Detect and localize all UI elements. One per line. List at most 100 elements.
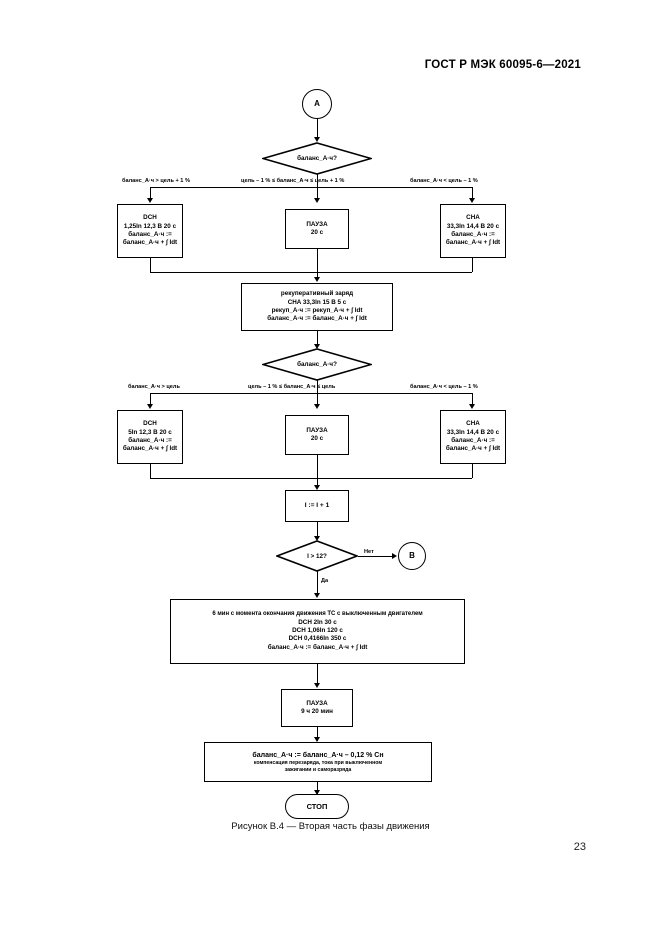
branch-bus-row2 [150, 393, 472, 394]
decision-balance-1: баланс_А·ч? [262, 142, 372, 175]
merge-row2-to-increment [317, 478, 318, 488]
process-cha-1-line1: CHA [466, 214, 480, 222]
branch-row1-right-drop [472, 187, 473, 201]
branch-row1-left-drop [150, 187, 151, 201]
branch-row1-mid-drop [317, 187, 318, 201]
process-cha-1: CHA 33,3In 14,4 В 20 с баланс_А·ч := бал… [440, 204, 506, 258]
process-dch-1: DCH 1,25In 12,3 В 20 с баланс_А·ч := бал… [117, 204, 183, 258]
edge-label-row1-left: баланс_А·ч > цель + 1 % [122, 178, 190, 184]
edge-yes-down [317, 571, 318, 596]
process-cha-2-line2: 33,3In 14,4 В 20 с [446, 428, 500, 436]
process-dch-2: DCH 5In 12,3 В 20 с баланс_А·ч := баланс… [117, 410, 183, 464]
process-pause-3: ПАУЗА 9 ч 20 мин [281, 689, 353, 727]
merge-row2-left-riser [150, 464, 151, 478]
terminator-start-a-label: A [314, 98, 320, 108]
arrowhead-cha1 [468, 198, 475, 203]
edge-label-row1-mid: цель – 1 % ≤ баланс_А·ч ≤ цель + 1 % [241, 178, 345, 184]
process-increment-counter: I := I + 1 [285, 490, 349, 522]
process-dch-2-line1: DCH [143, 420, 157, 428]
arrowhead-connector-b [392, 552, 397, 559]
process-pause-2: ПАУЗА 20 с [285, 415, 349, 455]
page-header-standard: ГОСТ Р МЭК 60095-6—2021 [424, 59, 581, 71]
arrowhead-decision3 [313, 536, 320, 541]
arrowhead-increment [313, 485, 320, 490]
process-pause-3-line1: ПАУЗА [306, 699, 328, 707]
compensation-line2: компенсация перезаряда, тока при выключе… [253, 759, 383, 766]
edge-label-row2-mid: цель – 1 % ≤ баланс_А·ч ≤ цель [248, 384, 336, 390]
process-pause-1-line2: 20 с [310, 229, 324, 236]
arrowhead-pause2 [313, 404, 320, 409]
process-cha-1-line2: 33,3In 14,4 В 20 с [446, 222, 500, 230]
connector-b: B [398, 542, 426, 570]
arrowhead-recup [313, 277, 320, 282]
decision-balance-2: баланс_А·ч? [262, 348, 372, 381]
arrowhead-decision1 [313, 137, 320, 142]
arrowhead-rest-block [313, 593, 320, 598]
process-pause-1: ПАУЗА 20 с [285, 209, 349, 249]
decision-loop-count: I > 12? [276, 540, 358, 572]
branch-row2-right-drop [472, 393, 473, 407]
rest-block-line4: DCH 0,4166In 350 с [288, 635, 347, 643]
edge-decision2-down [317, 380, 318, 393]
process-dch-1-line3: баланс_А·ч := [128, 231, 172, 238]
merge-bus-row2 [150, 478, 472, 479]
process-cha-2-line4: баланс_А·ч + ∫ Idt [445, 445, 501, 453]
arrowhead-decision2 [313, 344, 320, 349]
arrowhead-pause3 [313, 683, 320, 688]
merge-row2-mid-riser [317, 455, 318, 478]
process-pause-1-line1: ПАУЗА [306, 220, 328, 228]
decision-balance-1-label: баланс_А·ч? [297, 155, 337, 162]
rest-block-line2: DCH 2In 30 с [298, 618, 337, 626]
compensation-line1: баланс_А·ч := баланс_А·ч – 0,12 % Сн [252, 751, 384, 759]
edge-no-to-b [358, 556, 393, 557]
edge-a-to-decision1 [317, 119, 318, 140]
process-cha-1-line4: баланс_А·ч + ∫ Idt [445, 239, 501, 247]
edge-decision1-down [317, 174, 318, 187]
process-recup-line2: CHA 33,3In 15 В 5 с [287, 298, 347, 306]
process-cha-2-line1: CHA [466, 420, 480, 428]
decision-balance-2-label: баланс_А·ч? [297, 361, 337, 368]
process-pause-3-line2: 9 ч 20 мин [301, 708, 333, 715]
process-recup-line4: баланс_А·ч := баланс_А·ч + ∫ Idt [267, 315, 367, 323]
rest-block-line3: DCH 1,06In 120 с [292, 627, 343, 635]
edge-label-row1-right: баланс_А·ч < цель – 1 % [410, 178, 478, 184]
merge-row1-mid-riser [317, 249, 318, 272]
edge-increment-to-decision3 [317, 522, 318, 539]
merge-row1-right-riser [472, 258, 473, 272]
process-dch-1-line1: DCH [143, 214, 157, 222]
process-dch-1-line4: баланс_А·ч + ∫ Idt [122, 239, 178, 247]
merge-row2-right-riser [472, 464, 473, 478]
edge-rest-to-pause3 [317, 664, 318, 686]
terminator-stop: СТОП [285, 794, 349, 819]
process-rest-discharge-block: 6 мин с момента окончания движения ТС с … [170, 599, 465, 664]
process-dch-2-line3: баланс_А·ч := [128, 437, 172, 444]
merge-bus-row1 [150, 272, 472, 273]
process-increment-label: I := I + 1 [304, 501, 330, 509]
merge-row1-to-recup [317, 272, 318, 280]
arrowhead-dch2 [146, 404, 153, 409]
process-pause-2-line2: 20 с [310, 435, 324, 442]
edge-label-no: Нет [364, 549, 374, 555]
page-number: 23 [573, 841, 586, 853]
arrowhead-dch1 [146, 198, 153, 203]
arrowhead-compensation [313, 737, 320, 742]
terminator-stop-label: СТОП [306, 801, 328, 811]
edge-pause3-to-compensation [317, 727, 318, 741]
edge-label-row2-left: баланс_А·ч > цель [128, 384, 180, 390]
connector-b-label: B [409, 550, 415, 560]
process-compensation: баланс_А·ч := баланс_А·ч – 0,12 % Сн ком… [204, 742, 432, 782]
branch-row2-mid-drop [317, 393, 318, 407]
compensation-line3: зажигании и саморазряда [284, 766, 352, 773]
terminator-start-a: A [302, 89, 332, 119]
process-cha-1-line3: баланс_А·ч := [451, 231, 495, 238]
process-pause-2-line1: ПАУЗА [306, 426, 328, 434]
edge-label-yes: Да [321, 578, 329, 584]
decision-loop-count-label: I > 12? [307, 552, 327, 560]
edge-label-row2-right: баланс_А·ч < цель – 1 % [410, 384, 478, 390]
process-recuperative-charge: рекуперативный заряд CHA 33,3In 15 В 5 с… [241, 283, 393, 331]
process-cha-2-line3: баланс_А·ч := [451, 437, 495, 444]
arrowhead-cha2 [468, 404, 475, 409]
process-dch-1-line2: 1,25In 12,3 В 20 с [123, 222, 177, 230]
rest-block-line1: 6 мин с момента окончания движения ТС с … [212, 610, 423, 617]
